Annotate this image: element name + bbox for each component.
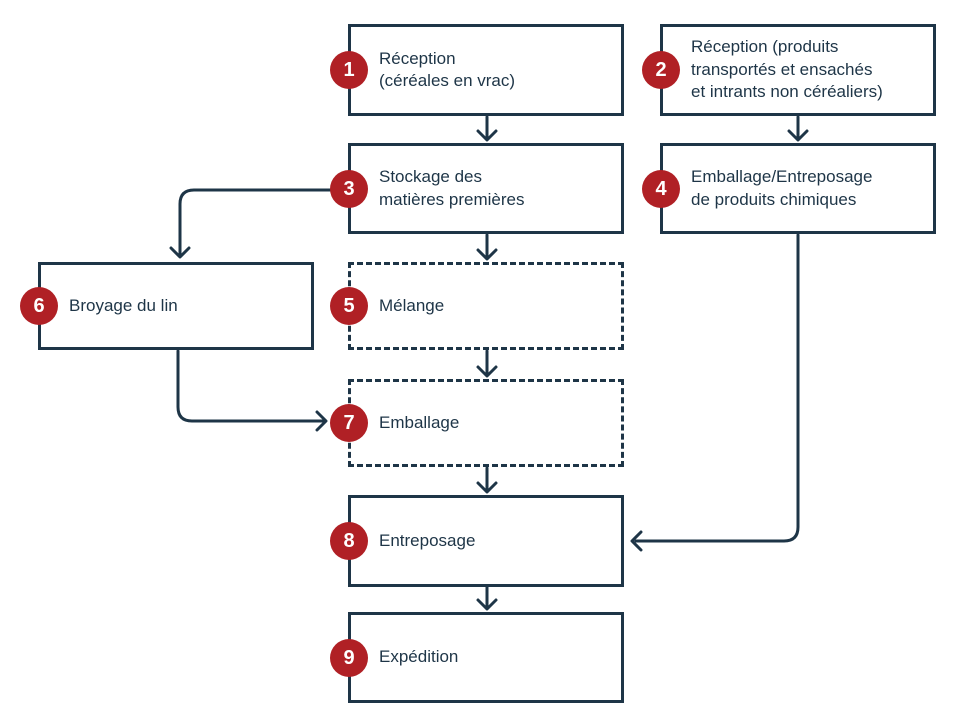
node-label-expedition: Expédition [379,647,459,667]
node-melange: 5 Mélange [330,262,624,350]
node-entreposage: 8 Entreposage [330,495,624,587]
step-badge-9: 9 [330,638,368,677]
step-badge-8: 8 [330,522,368,560]
node-label-emballage-entreposage-chimiques: Emballage/Entreposage de produits chimiq… [691,167,873,209]
node-expedition: 9 Expédition [330,612,624,703]
edge-2-4-arrow [787,115,809,142]
node-label-melange: Mélange [379,295,445,315]
node-emballage-entreposage-chimiques: 4 Emballage/Entreposage de produits chim… [642,143,936,234]
step-badge-1: 1 [330,51,368,89]
node-label-emballage: Emballage [379,412,460,432]
step-badge-4: 4 [642,169,680,208]
node-reception-cereales-vrac: 1 Réception (céréales en vrac) [330,24,624,116]
step-badge-6: 6 [20,287,58,325]
edge-5-7-arrow [476,349,498,378]
node-label-broyage-du-lin: Broyage du lin [69,295,178,315]
node-label-entreposage: Entreposage [379,530,476,550]
edge-7-8-arrow [476,466,498,494]
edge-1-3-arrow [476,115,498,142]
step-badge-5: 5 [330,287,368,325]
edge-8-9-arrow [476,585,498,611]
edge-4-8-arrow [630,233,800,552]
node-stockage-matieres-premieres: 3 Stockage des matières premières [330,143,624,234]
edge-6-7-arrow [176,349,328,432]
step-badge-2: 2 [642,51,680,89]
step-badge-3: 3 [330,169,368,208]
node-label-reception-cereales-vrac: Réception (céréales en vrac) [379,48,516,90]
node-label-reception-produits-transportes: Réception (produits transportés et ensac… [691,37,883,102]
node-emballage: 7 Emballage [330,379,624,467]
edge-3-5-arrow [476,233,498,261]
node-label-stockage-matieres-premieres: Stockage des matières premières [379,167,525,209]
node-reception-produits-transportes: 2 Réception (produits transportés et ens… [642,24,936,116]
edge-3-6-arrow [169,188,351,259]
node-broyage-du-lin: 6 Broyage du lin [20,262,314,350]
step-badge-7: 7 [330,404,368,442]
